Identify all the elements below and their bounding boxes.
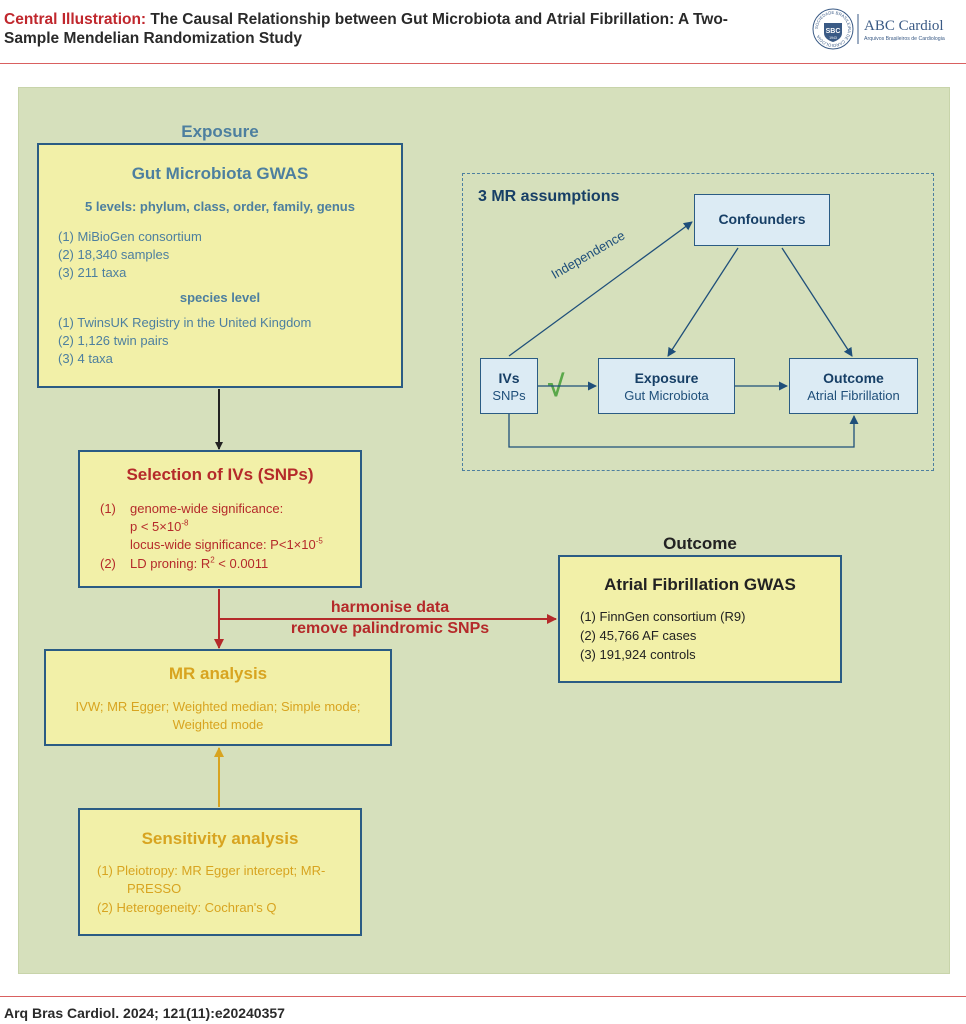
- outcome-node-sub: Atrial Fibrillation: [807, 388, 900, 403]
- ivs-label: IVs: [498, 370, 520, 386]
- logo-subtitle: Arquivos Brasileiros de Cardiologia: [864, 36, 945, 42]
- mr-analysis-title: MR analysis: [168, 664, 268, 683]
- ivs-sub: SNPs: [492, 388, 526, 403]
- sensitivity-item-1: (1) Pleiotropy: MR Egger intercept; MR-: [97, 863, 326, 878]
- species-item-3: (3) 4 taxa: [58, 351, 113, 366]
- confounders-label: Confounders: [718, 211, 806, 227]
- species-item-2: (2) 1,126 twin pairs: [58, 333, 169, 348]
- citation: Arq Bras Cardiol. 2024; 121(11):e2024035…: [4, 1005, 285, 1021]
- levels-item-3: (3) 211 taxa: [58, 265, 127, 280]
- exposure-heading: Exposure: [181, 122, 259, 141]
- selection-line3: locus-wide significance: P<1×10-5: [130, 536, 323, 552]
- species-item-1: (1) TwinsUK Registry in the United Kingd…: [58, 315, 312, 330]
- selection-line1: genome-wide significance:: [130, 501, 284, 516]
- levels-heading: 5 levels: phylum, class, order, family, …: [85, 199, 355, 214]
- mr-assumptions-title: 3 MR assumptions: [478, 188, 620, 205]
- seal-abbrev: SBC: [826, 28, 841, 35]
- sensitivity-item-1-cont: PRESSO: [127, 881, 182, 896]
- journal-logo: SOCIEDADE BRASILEIRA DE CARDIOLOGIA SBC …: [810, 6, 960, 52]
- outcome-heading: Outcome: [663, 534, 737, 553]
- outcome-item-2: (2) 45,766 AF cases: [580, 628, 697, 643]
- check-mark-icon: √: [548, 370, 565, 403]
- levels-item-2: (2) 18,340 samples: [58, 247, 170, 262]
- mr-assumptions-panel: [462, 173, 934, 471]
- title-line2: Sample Mendelian Randomization Study: [4, 30, 302, 47]
- outcome-node-label: Outcome: [823, 370, 884, 386]
- species-heading: species level: [179, 290, 261, 305]
- selection-num-1: (1): [100, 501, 116, 516]
- selection-title: Selection of IVs (SNPs): [126, 465, 314, 484]
- sensitivity-item-2: (2) Heterogeneity: Cochran's Q: [97, 900, 277, 915]
- ivs-node: IVs SNPs: [480, 358, 538, 414]
- exposure-node-label: Exposure: [634, 370, 699, 386]
- sbc-seal-icon: SOCIEDADE BRASILEIRA DE CARDIOLOGIA SBC …: [812, 8, 945, 50]
- page-title: Central Illustration: The Causal Relatio…: [4, 10, 764, 48]
- exposure-node-sub: Gut Microbiota: [624, 388, 709, 403]
- outcome-node: Outcome Atrial Fibrillation: [789, 358, 918, 414]
- selection-line4: LD proning: R2 < 0.0011: [130, 555, 269, 571]
- outcome-box-title: Atrial Fibrillation GWAS: [604, 575, 796, 594]
- harmonise-label: harmonise data: [330, 599, 450, 616]
- exposure-box: [37, 143, 403, 388]
- title-line1: The Causal Relationship between Gut Micr…: [150, 11, 728, 28]
- levels-item-1: (1) MiBioGen consortium: [58, 229, 202, 244]
- outcome-item-3: (3) 191,924 controls: [580, 647, 696, 662]
- selection-box: [78, 450, 362, 588]
- mr-analysis-box: [44, 649, 392, 746]
- sensitivity-title: Sensitivity analysis: [141, 829, 299, 848]
- outcome-item-1: (1) FinnGen consortium (R9): [580, 609, 746, 624]
- palindromic-label: remove palindromic SNPs: [290, 620, 490, 637]
- header-divider: [0, 63, 966, 64]
- sensitivity-box: [78, 808, 362, 936]
- seal-year: 1943: [829, 36, 837, 40]
- footer-divider: [0, 996, 966, 997]
- exposure-node: Exposure Gut Microbiota: [598, 358, 735, 414]
- logo-text: ABC Cardiol: [864, 18, 944, 34]
- exposure-box-title: Gut Microbiota GWAS: [131, 164, 309, 183]
- mr-analysis-methods: IVW; MR Egger; Weighted median; Simple m…: [75, 699, 361, 732]
- confounders-node: Confounders: [694, 194, 830, 246]
- selection-line2: p < 5×10-8: [130, 518, 189, 534]
- outcome-box: [558, 555, 842, 683]
- title-lead: Central Illustration:: [4, 11, 147, 28]
- selection-num-2: (2): [100, 556, 116, 571]
